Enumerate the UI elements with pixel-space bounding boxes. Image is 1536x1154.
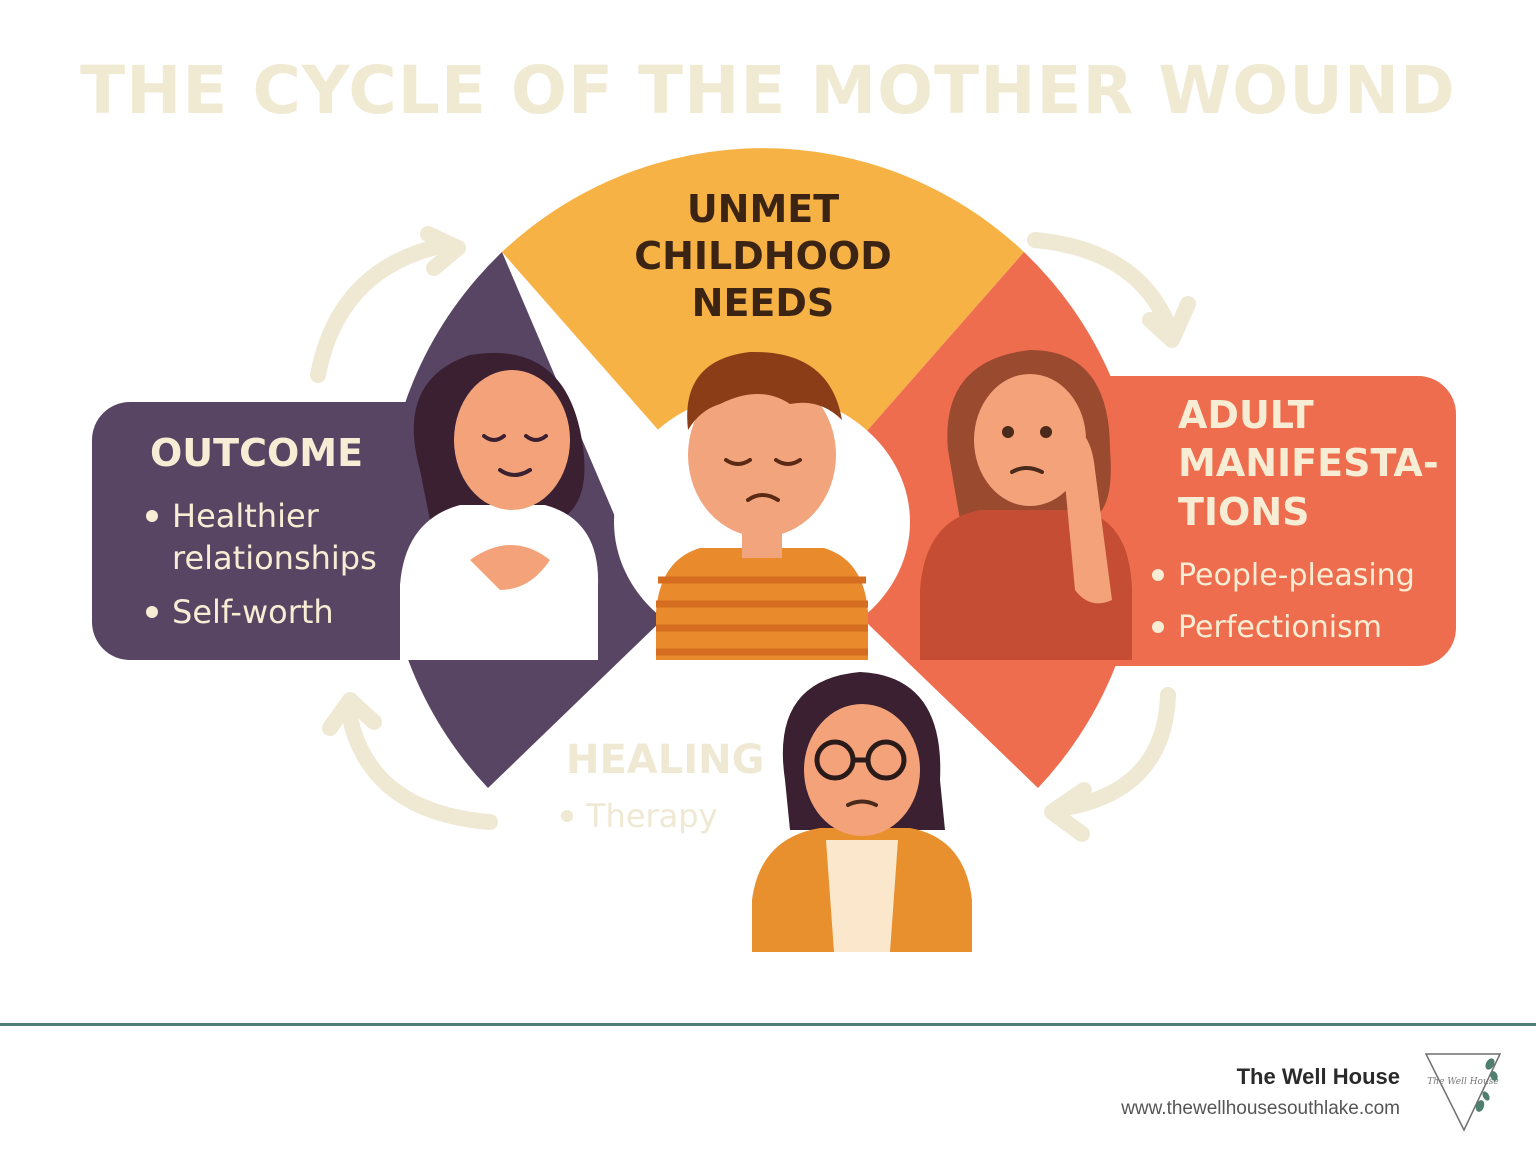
arrow-left-top-head (420, 226, 466, 276)
woman-stressed-illustration (920, 350, 1132, 660)
left-item-2: Self-worth (172, 593, 334, 631)
top-title-line-3: NEEDS (692, 281, 835, 325)
arrow-left-bottom-head (322, 692, 382, 736)
cycle-diagram: UNMET CHILDHOOD NEEDS OUTCOME Healthier … (92, 148, 1456, 952)
logo-triangle (1424, 1053, 1502, 1132)
left-segment-items: Healthier relationships Self-worth (146, 497, 377, 631)
arrow-left-top (310, 238, 448, 383)
brand-url: www.thewellhousesouthlake.com (1121, 1098, 1400, 1119)
right-title-line-2: MANIFESTA- (1178, 441, 1439, 485)
diagram-title: THE CYCLE OF THE MOTHER WOUND (80, 52, 1456, 129)
arrow-right-top-head (1142, 296, 1196, 348)
bottom-item-1: Therapy (585, 797, 718, 835)
top-segment-title: UNMET CHILDHOOD NEEDS (634, 187, 892, 325)
right-item-2: Perfectionism (1178, 610, 1382, 645)
arrow-right-top (1027, 232, 1178, 338)
segment-top (502, 148, 1024, 433)
leaf-icon (1475, 1058, 1498, 1112)
brand-logo: The Well House (1424, 1053, 1502, 1132)
brand-name: The Well House (1236, 1064, 1400, 1089)
arrow-right-bottom-head (1044, 782, 1092, 842)
bottom-segment-items: Therapy (561, 797, 718, 835)
footer-divider (0, 1023, 1536, 1026)
right-title-line-3: TIONS (1178, 490, 1310, 534)
left-item-1b: relationships (172, 539, 377, 577)
logo-text: The Well House (1427, 1077, 1498, 1087)
arrow-left-bottom (340, 700, 498, 830)
bullet (146, 510, 158, 522)
bullet (1152, 569, 1164, 581)
top-title-line-2: CHILDHOOD (634, 234, 892, 278)
left-segment-title: OUTCOME (150, 431, 363, 475)
right-segment-title: ADULT MANIFESTA- TIONS (1178, 393, 1439, 534)
right-segment-items: People-pleasing Perfectionism (1152, 558, 1415, 645)
arrow-right-bottom (1057, 687, 1176, 816)
bottom-segment-title: HEALING (566, 737, 764, 783)
bullet (146, 606, 158, 618)
child-illustration (656, 351, 868, 660)
left-item-1a: Healthier (172, 497, 320, 535)
top-title-line-1: UNMET (687, 187, 839, 231)
woman-peaceful-illustration (400, 352, 599, 660)
cycle-arrows (310, 226, 1196, 842)
right-item-1: People-pleasing (1178, 558, 1415, 593)
therapist-illustration (752, 672, 972, 952)
right-title-line-1: ADULT (1178, 393, 1314, 437)
bullet (1152, 621, 1164, 633)
bullet (561, 810, 573, 822)
